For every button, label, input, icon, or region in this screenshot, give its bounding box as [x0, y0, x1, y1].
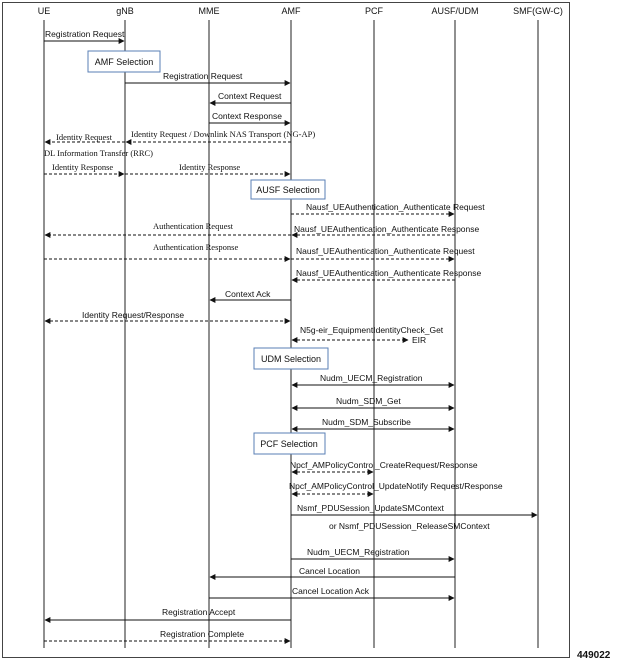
msg-label-nudm-sdm-subscribe: Nudm_SDM_Subscribe [322, 417, 411, 427]
lifeline-label-gnb: gNB [116, 6, 134, 16]
msg-label-identity-request-ngap: Identity Request / Downlink NAS Transpor… [131, 129, 315, 139]
msg-label-identity-request-response: Identity Request/Response [82, 310, 184, 320]
amf-selection-box: AMF Selection [87, 50, 161, 73]
lifeline-label-smf: SMF(GW-C) [513, 6, 563, 16]
msg-label-identity-request: Identity Request [56, 132, 113, 142]
msg-label-registration-request-1: Registration Request [45, 29, 125, 39]
pcf-selection-box: PCF Selection [253, 432, 326, 455]
msg-label-authentication-request: Authentication Request [153, 221, 234, 231]
ausf-selection-box: AUSF Selection [250, 179, 326, 200]
msg-label-authentication-response: Authentication Response [153, 242, 238, 252]
figure-id: 449022 [577, 650, 611, 661]
msg-label-registration-request-2: Registration Request [163, 71, 243, 81]
msg-label-npcf-update: Npcf_AMPolicyControl_UpdateNotify Reques… [289, 481, 503, 491]
lifeline-label-pcf: PCF [365, 6, 384, 16]
msg-label-n5g-eir: N5g-eir_EquipmentIdentityCheck_Get [300, 325, 444, 335]
lifeline-label-mme: MME [199, 6, 220, 16]
msg-label-context-response: Context Response [212, 111, 282, 121]
ausf-selection-label: AUSF Selection [256, 185, 320, 195]
msg-label-nausf-response-2: Nausf_UEAuthentication_Authenticate Resp… [296, 268, 482, 278]
pcf-selection-label: PCF Selection [260, 439, 318, 449]
udm-selection-label: UDM Selection [261, 354, 321, 364]
msg-label-nsmf-release: or Nsmf_PDUSession_ReleaseSMContext [329, 521, 490, 531]
msg-label-context-ack: Context Ack [225, 289, 271, 299]
msg-label-identity-response-1: Identity Response [52, 162, 113, 172]
msg-label-cancel-location-ack: Cancel Location Ack [292, 586, 370, 596]
msg-label-nudm-uecm-1: Nudm_UECM_Registration [320, 373, 423, 383]
msg-label-context-request: Context Request [218, 91, 282, 101]
diagram-frame [2, 2, 570, 658]
msg-label-registration-complete: Registration Complete [160, 629, 244, 639]
lifeline-label-amf: AMF [282, 6, 302, 16]
msg-label-identity-response-2: Identity Response [179, 162, 240, 172]
amf-selection-label: AMF Selection [95, 57, 154, 67]
msg-label-npcf-create: Npcf_AMPolicyControl_CreateRequest/Respo… [290, 460, 478, 470]
msg-label-eir: EIR [412, 335, 426, 345]
udm-selection-box: UDM Selection [253, 347, 329, 370]
msg-label-nudm-sdm-get: Nudm_SDM_Get [336, 396, 401, 406]
lifeline-label-ue: UE [38, 6, 51, 16]
msg-label-cancel-location: Cancel Location [299, 566, 360, 576]
msg-label-nudm-uecm-2: Nudm_UECM_Registration [307, 547, 410, 557]
msg-label-dl-information-transfer: DL Information Transfer (RRC) [44, 148, 153, 158]
msg-label-nsmf-update: Nsmf_PDUSession_UpdateSMContext [297, 503, 445, 513]
msg-label-nausf-response-1: Nausf_UEAuthentication_Authenticate Resp… [294, 224, 480, 234]
lifeline-label-ausf-udm: AUSF/UDM [432, 6, 479, 16]
msg-label-nausf-request-2: Nausf_UEAuthentication_Authenticate Requ… [296, 246, 475, 256]
msg-label-registration-accept: Registration Accept [162, 607, 236, 617]
msg-label-nausf-request-1: Nausf_UEAuthentication_Authenticate Requ… [306, 202, 485, 212]
